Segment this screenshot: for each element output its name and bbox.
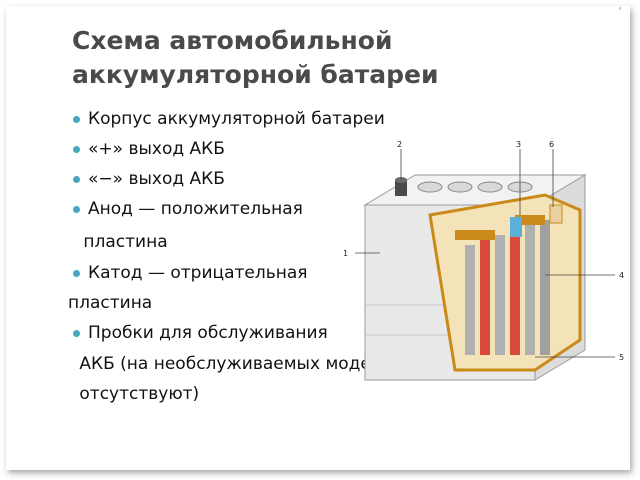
- bullet-item-6-continued-2: отсутствуют): [74, 384, 200, 404]
- bullet-dot: [73, 146, 80, 153]
- bullet-dot: [73, 270, 80, 277]
- terminal-post: [395, 177, 407, 196]
- callout-6: 6: [549, 140, 554, 149]
- callout-1: 1: [343, 249, 348, 258]
- callout-3: 3: [516, 140, 521, 149]
- bullet-item-3: «−» выход АКБ: [88, 169, 225, 189]
- bullet-item-4-continued: пластина: [78, 232, 168, 252]
- title-line-2: аккумуляторной батареи: [72, 60, 439, 89]
- bullet-dot: [73, 330, 80, 337]
- callout-2: 2: [397, 140, 402, 149]
- bullet-item-5: Катод — отрицательная: [88, 263, 308, 283]
- callouts: 1 2 3 6 4 5: [343, 140, 624, 362]
- bullet-dot: [73, 176, 80, 183]
- bullet-item-2: «+» выход АКБ: [88, 139, 225, 159]
- bullet-item-1: Корпус аккумуляторной батареи: [88, 109, 385, 129]
- title-line-1: Схема автомобильной: [72, 26, 393, 55]
- callout-4: 4: [619, 271, 624, 280]
- bullet-item-4: Анод — положительная: [88, 199, 303, 219]
- callout-5: 5: [619, 353, 624, 362]
- cutaway-plates: [428, 193, 582, 372]
- corner-mark: ‹: [618, 4, 622, 14]
- battery-diagram: 1 2 3 6 4 5: [343, 140, 624, 381]
- bullet-dot: [73, 116, 80, 123]
- bullet-item-6: Пробки для обслуживания: [88, 323, 328, 343]
- slide-title: Схема автомобильной аккумуляторной батар…: [72, 24, 612, 92]
- bullet-item-5-continued: пластина: [68, 293, 153, 313]
- bullet-dot: [73, 206, 80, 213]
